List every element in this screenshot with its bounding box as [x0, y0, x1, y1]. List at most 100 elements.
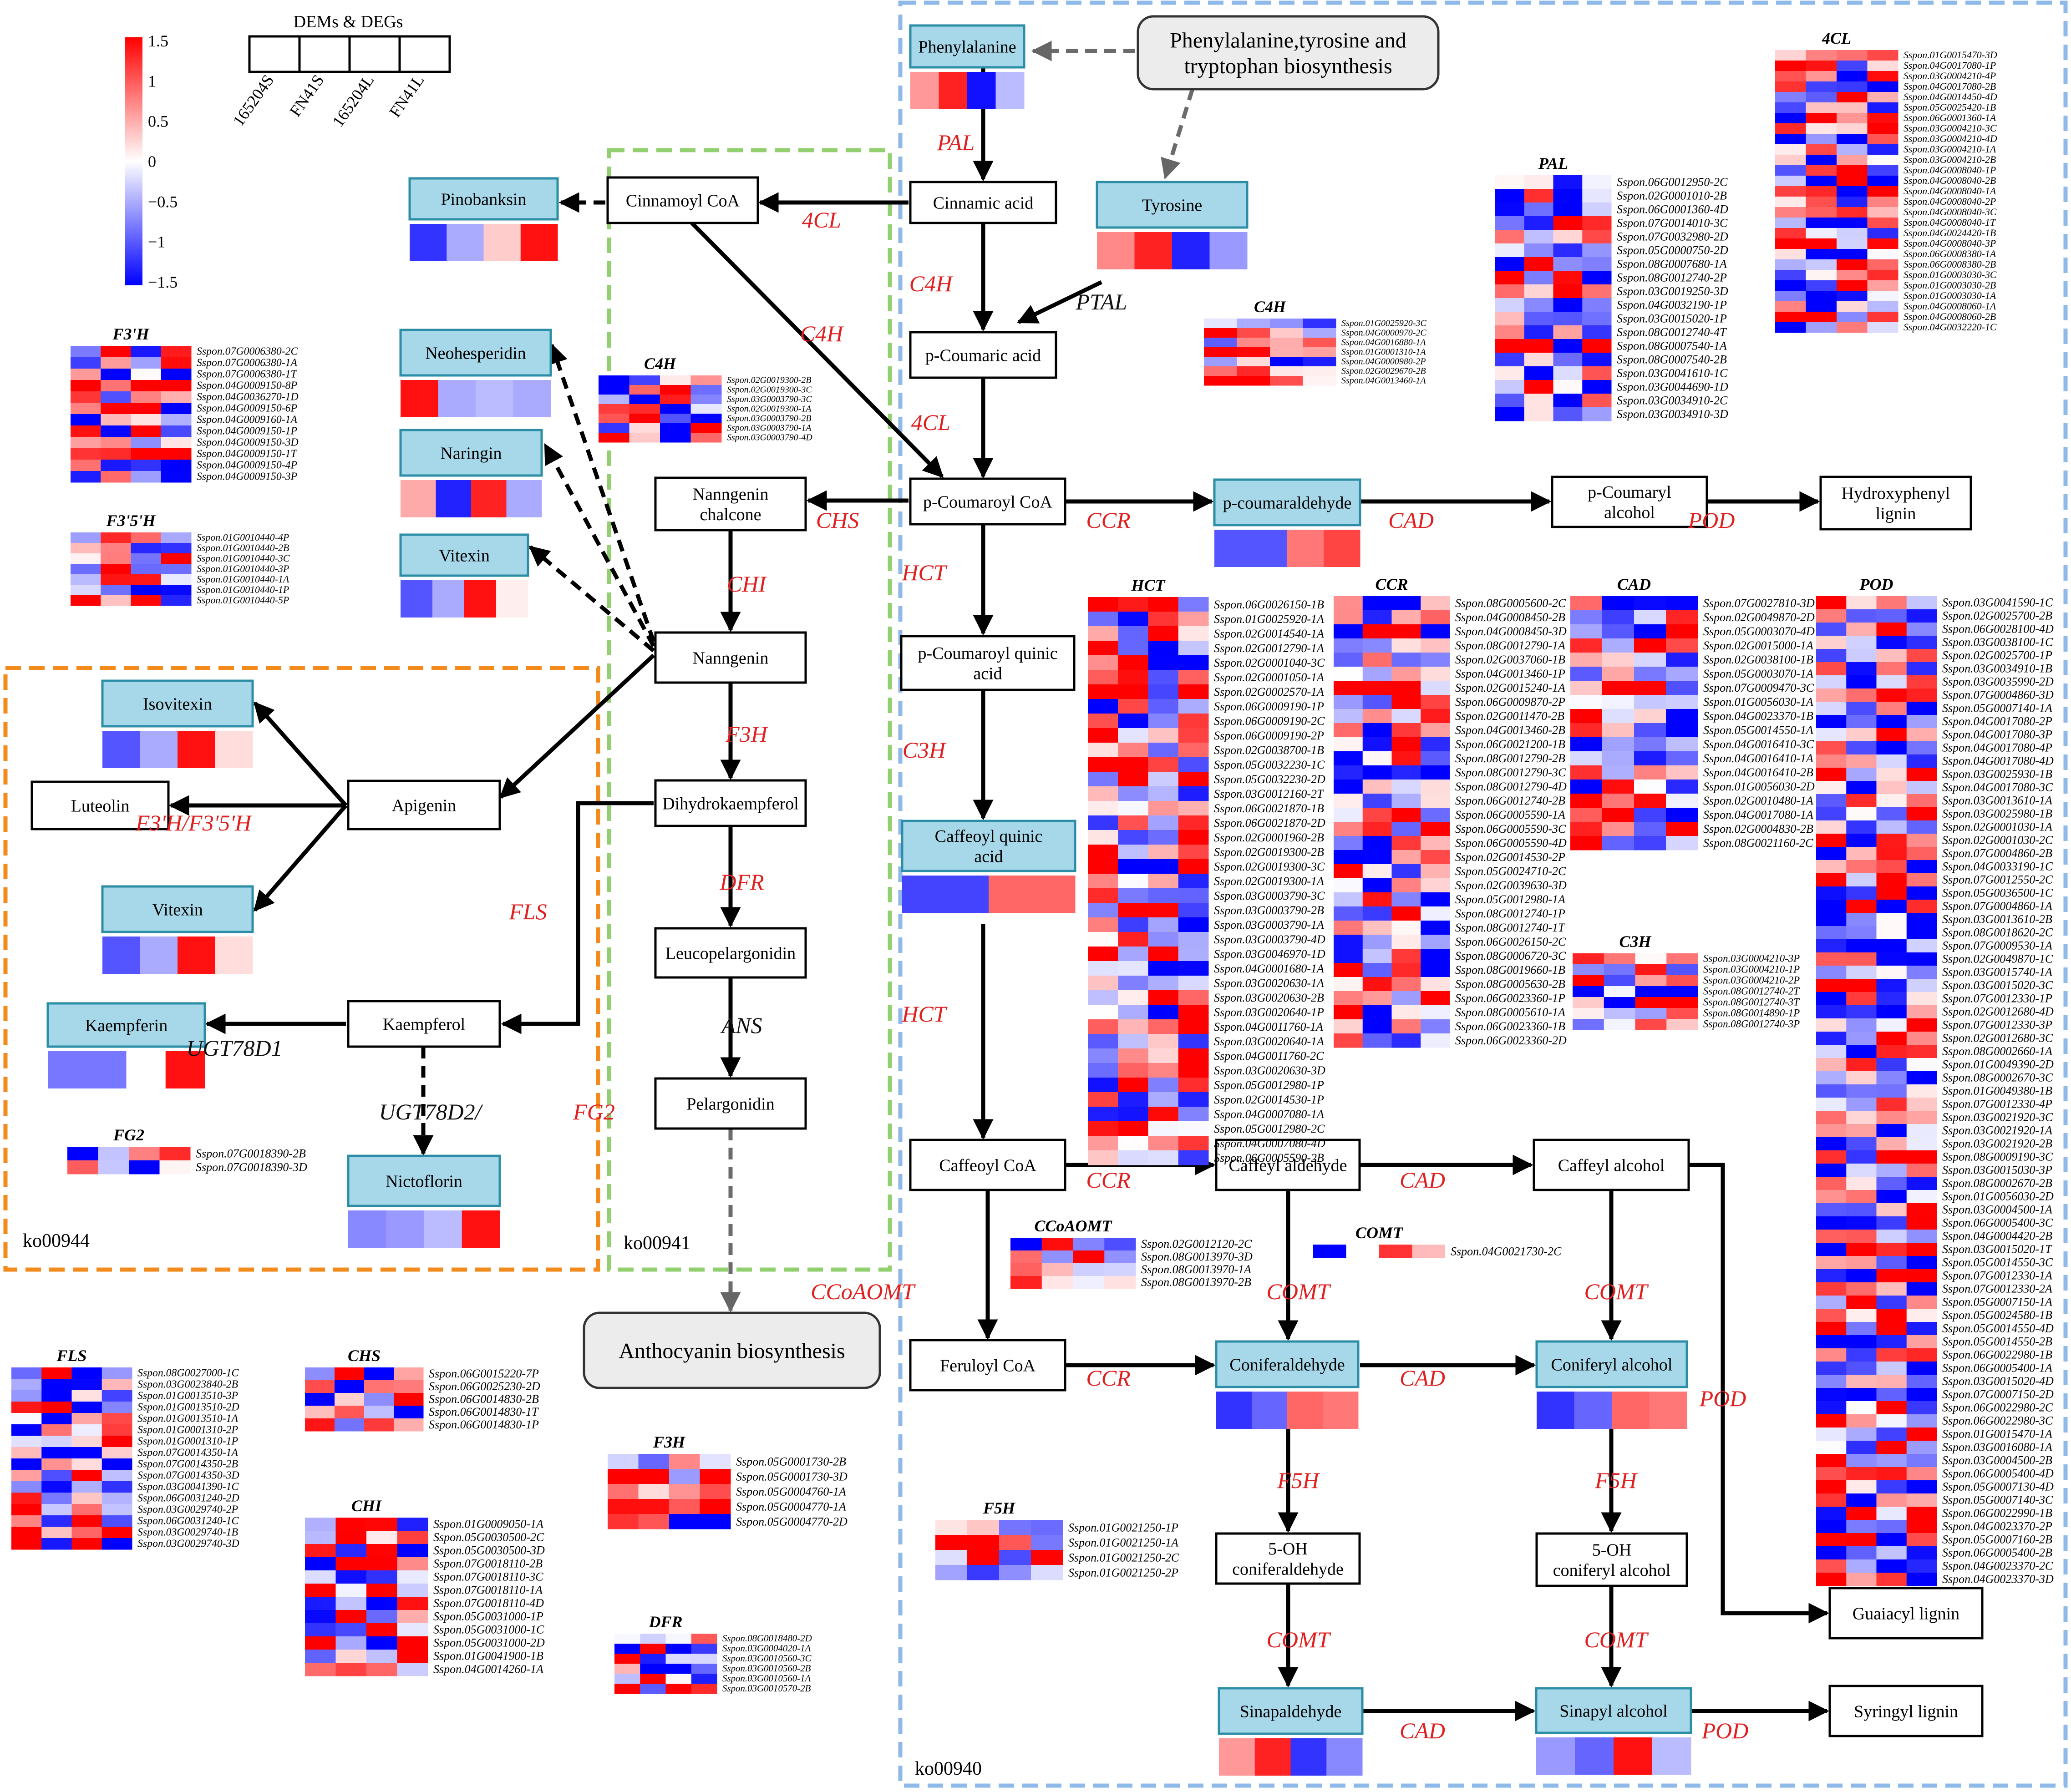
heatmap-cell-CAD [1570, 709, 1603, 724]
heatmap-cell-POD [1906, 728, 1937, 742]
gene-label: Sspon.07G0007150-2D [1942, 1388, 2054, 1401]
heatmap-cell-F5H [935, 1520, 968, 1535]
heatmap-cell-PAL [1553, 216, 1583, 230]
heatmap-cell-CHI [335, 1650, 367, 1663]
metabolite-cell-nicto [348, 1210, 386, 1248]
heatmap-cell-C3H [1604, 1019, 1635, 1030]
gene-label: Sspon.04G0032220-1C [1903, 322, 1997, 333]
node-label-hlig: lignin [1876, 504, 1916, 523]
heatmap-cell-DFR [614, 1664, 640, 1674]
heatmap-cell-POD [1876, 1454, 1907, 1468]
heatmap-cell-PAL [1495, 394, 1525, 408]
gene-label: Sspon.04G0008450-3D [1455, 625, 1567, 638]
heatmap-cell-4CL [1806, 197, 1837, 208]
heatmap-cell-F35H [71, 532, 101, 543]
heatmap-cell-4CL [1806, 102, 1837, 113]
gene-label: Sspon.03G0003790-4D [727, 432, 812, 442]
gene-label: Sspon.02G0015240-1A [1455, 681, 1565, 694]
heatmap-cell-4CL [1837, 61, 1868, 71]
gene-label: Sspon.08G0012790-1A [1455, 639, 1565, 652]
heatmap-cell-HCT [1088, 641, 1118, 656]
node-label-nchal: Nanngenin [693, 485, 769, 504]
heatmap-cell-POD [1906, 662, 1937, 676]
heatmap-cell-C4Hb [1303, 338, 1336, 348]
heatmap-cell-4CL [1775, 61, 1806, 71]
metabolite-cell-neo [401, 380, 438, 417]
gene-label: Sspon.01G0056030-2D [1703, 780, 1815, 793]
heatmap-cell-HCT [1148, 612, 1179, 627]
gene-label: Sspon.04G0011760-1A [1214, 1020, 1323, 1033]
gene-label: Sspon.05G0031000-1C [433, 1623, 544, 1636]
heatmap-cell-POD [1846, 781, 1877, 795]
gene-label: Sspon.04G0013460-1P [1455, 667, 1565, 680]
metabolite-cell-phe [995, 72, 1025, 109]
heatmap-title-F3pH: F3'H [112, 325, 149, 343]
gene-label: Sspon.03G0004210-4P [1903, 71, 1996, 81]
heatmap-cell-CCR [1334, 1005, 1363, 1020]
heatmap-cell-FLS [71, 1504, 102, 1516]
heatmap-cell-POD [1906, 768, 1937, 781]
gene-label: Sspon.02G0038700-1B [1214, 744, 1324, 757]
heatmap-cell-POD [1846, 1230, 1877, 1243]
heatmap-cell-F3pH [131, 403, 162, 415]
metabolite-cell-sinalc [1614, 1737, 1653, 1775]
heatmap-cell-CCR [1391, 780, 1421, 794]
legend-sample-cell [248, 35, 301, 73]
heatmap-title-HCT: HCT [1131, 576, 1166, 594]
gene-label: Sspon.01G0010440-4P [197, 532, 289, 543]
heatmap-cell-POD [1876, 1362, 1907, 1375]
gene-label: Sspon.04G0017080-3C [1942, 781, 2053, 794]
gene-label: Sspon.01G0021250-1A [1068, 1536, 1178, 1549]
heatmap-cell-CCR [1421, 963, 1450, 977]
heatmap-cell-POD [1846, 1177, 1877, 1190]
heatmap-cell-CCR [1362, 765, 1392, 780]
heatmap-cell-CCR [1391, 878, 1421, 893]
heatmap-cell-PAL [1495, 325, 1525, 339]
heatmap-cell-CCR [1391, 653, 1421, 667]
heatmap-cell-CCR [1362, 610, 1392, 625]
heatmap-cell-POD [1846, 820, 1877, 834]
gene-label: Sspon.03G0015020-1T [1942, 1243, 2052, 1256]
heatmap-cell-POD [1846, 1401, 1877, 1415]
heatmap-cell-POD [1876, 847, 1907, 861]
heatmap-cell-C3H [1604, 986, 1635, 997]
heatmap-cell-CCR [1362, 596, 1392, 611]
heatmap-title-F35H: F3'5'H [106, 511, 156, 530]
heatmap-cell-F3pH [131, 448, 162, 460]
gene-label: Sspon.05G0007140-3C [1942, 1493, 2053, 1507]
heatmap-cell-POD [1876, 1507, 1907, 1520]
heatmap-cell-PAL [1553, 394, 1583, 408]
heatmap-cell-C3H [1666, 986, 1698, 997]
gene-label: Sspon.08G0009190-3C [1942, 1150, 2053, 1164]
heatmap-cell-CAD [1666, 596, 1698, 611]
heatmap-cell-HCT [1148, 932, 1179, 947]
gene-label: Sspon.05G0014550-1A [1703, 724, 1813, 737]
heatmap-cell-HCT [1088, 947, 1118, 962]
heatmap-cell-POD [1816, 1362, 1847, 1375]
heatmap-cell-F5H [967, 1520, 1000, 1535]
heatmap-cell-C3H [1573, 1019, 1604, 1030]
heatmap-cell-4CL [1775, 249, 1806, 260]
heatmap-cell-CAD [1602, 723, 1634, 738]
heatmap-cell-4CL [1867, 301, 1898, 312]
heatmap-cell-CHS [335, 1367, 365, 1381]
heatmap-cell-POD [1906, 1309, 1937, 1322]
heatmap-cell-F3H [700, 1454, 731, 1469]
gene-label: Sspon.04G0009150-4P [197, 460, 297, 471]
heatmap-cell-4CL [1775, 228, 1806, 239]
heatmap-CAD: CADSspon.07G0027810-3DSspon.02G0049870-2… [1570, 575, 1815, 850]
gene-label: Sspon.03G0004210-2B [1903, 154, 1996, 165]
heatmap-cell-FLS [71, 1458, 102, 1470]
heatmap-cell-CAD [1634, 737, 1666, 752]
node-label-cinc: Cinnamoyl CoA [626, 191, 740, 210]
heatmap-cell-4CL [1837, 134, 1868, 145]
heatmap-cell-CAD [1570, 653, 1603, 667]
heatmap-cell-POD [1906, 1362, 1937, 1375]
heatmap-title-COMT: COMT [1355, 1224, 1404, 1242]
gene-label: Sspon.02G0038100-1B [1703, 653, 1813, 666]
heatmap-cell-CCR [1362, 991, 1392, 1006]
gene-label: Sspon.01G0010440-3P [197, 563, 289, 574]
heatmap-cell-PAL [1553, 257, 1583, 271]
node-sinalc: Sinapyl alcohol [1535, 1687, 1692, 1775]
